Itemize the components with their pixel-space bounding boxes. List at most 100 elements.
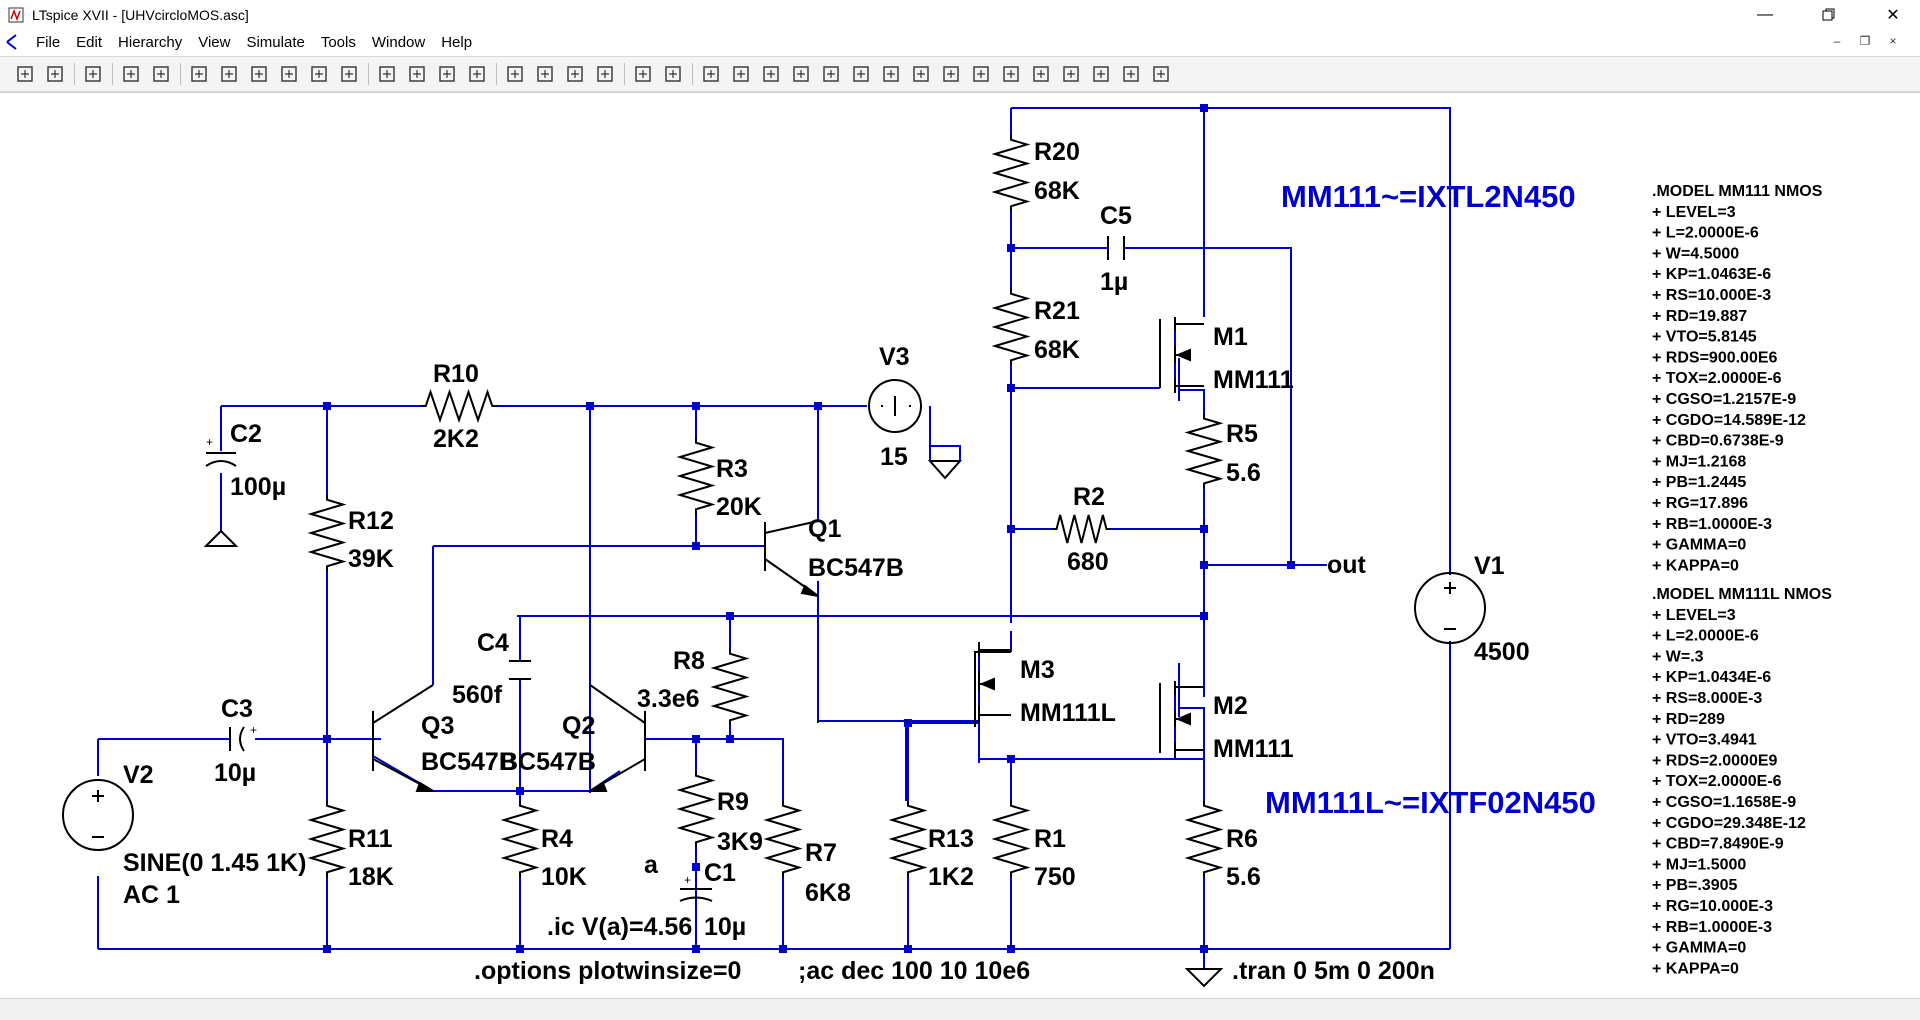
model-parameter: + VTO=5.8145 [1652,329,1757,346]
menu-file[interactable]: File [36,33,61,51]
print-setup-button[interactable] [630,61,656,87]
inductor-button[interactable] [848,61,874,87]
run-button[interactable] [12,61,38,87]
rotate-button[interactable] [1058,61,1084,87]
r8-name: R8 [673,647,705,675]
net-label-a: a [644,851,659,879]
r4-name: R4 [541,825,573,853]
r6-name: R6 [1226,825,1258,853]
label-net-icon [763,66,779,82]
component-icon [913,66,929,82]
model-parameter: + RDS=900.00E6 [1652,349,1778,366]
menu-hierarchy[interactable]: Hierarchy [118,33,183,51]
find-button[interactable] [592,61,618,87]
zoom-in-button[interactable] [216,61,242,87]
model-alias-mm111: MM111~=IXTL2N450 [1281,179,1576,214]
toolbar-separator [180,63,181,85]
q2-name: Q2 [562,712,595,740]
toolbar [0,56,1920,92]
c1-value: 10µ [704,913,746,941]
paste-button[interactable] [562,61,588,87]
redo-button[interactable] [1028,61,1054,87]
drag-button[interactable] [968,61,994,87]
cut-button[interactable] [502,61,528,87]
model-parameter: + CGSO=1.1658E-9 [1652,794,1796,811]
resistor-symbol [676,438,716,514]
menu-help[interactable]: Help [441,33,473,51]
mark-button[interactable] [374,61,400,87]
draw-wire-button[interactable] [698,61,724,87]
c5-name: C5 [1100,202,1132,230]
diode-button[interactable] [878,61,904,87]
model-parameter: + RD=19.887 [1652,308,1747,325]
move-icon [943,66,959,82]
junction-dot [323,402,331,410]
resistor-symbols [307,135,1224,877]
m3-name: M3 [1020,656,1055,684]
model-parameter: + RB=1.0000E-3 [1652,516,1772,533]
find-icon [597,66,613,82]
r7-name: R7 [805,839,837,867]
mdi-minimize-button[interactable]: – [1833,34,1841,48]
junction-dot [323,945,331,953]
model-parameter: + L=2.0000E-6 [1652,628,1759,645]
resistor-symbol [991,135,1031,211]
print-button[interactable] [660,61,686,87]
r5-value: 5.6 [1226,459,1261,487]
zoom-out-button[interactable] [276,61,302,87]
minimize-button[interactable]: — [1757,6,1773,23]
copy-button[interactable] [532,61,558,87]
resistor-button[interactable] [788,61,814,87]
text-button[interactable] [1118,61,1144,87]
junction-dot [692,542,700,550]
zoom-out-icon [281,66,297,82]
tile-horizontal-icon [409,66,425,82]
model-parameter: + RG=10.000E-3 [1652,898,1773,915]
menu-view[interactable]: View [198,33,231,51]
junction-dot [814,402,822,410]
zoom-area-button[interactable] [246,61,272,87]
model-parameter: + CGSO=1.2157E-9 [1652,391,1796,408]
svg-text:+: + [206,435,213,449]
component-button[interactable] [908,61,934,87]
v1-name: V1 [1474,552,1505,580]
r11-value: 18K [348,863,394,891]
autorange-button[interactable] [336,61,362,87]
cascade-button[interactable] [434,61,460,87]
mirror-button[interactable] [1088,61,1114,87]
save-button[interactable] [80,61,106,87]
zoom-fit-button[interactable] [306,61,332,87]
resistor-symbol [1184,414,1224,488]
model-parameter: + CGDO=14.589E-12 [1652,412,1806,429]
r8-value: 3.3e6 [637,685,700,713]
pan-button[interactable] [186,61,212,87]
tile-vertical-button[interactable] [464,61,490,87]
capacitor-icon [823,66,839,82]
open-button[interactable] [42,61,68,87]
mdi-close-button[interactable]: × [1889,34,1897,48]
spice-directive-button[interactable] [1148,61,1174,87]
schematic-canvas[interactable]: +++ [0,92,1920,999]
tile-horizontal-button[interactable] [404,61,430,87]
v2-value2: AC 1 [123,881,180,909]
model-parameter: + KAPPA=0 [1652,960,1739,977]
control-panel-button[interactable] [118,61,144,87]
maximize-button[interactable] [1806,0,1852,30]
resistor-symbol [307,495,347,571]
undo-button[interactable] [998,61,1024,87]
ground-button[interactable] [728,61,754,87]
model-parameter: + GAMMA=0 [1652,940,1746,957]
mdi-restore-button[interactable]: ❐ [1859,34,1871,48]
close-button[interactable]: ✕ [1886,7,1900,24]
menu-edit[interactable]: Edit [76,33,103,51]
menu-simulate[interactable]: Simulate [246,33,305,51]
halt-button[interactable] [148,61,174,87]
label-net-button[interactable] [758,61,784,87]
menu-window[interactable]: Window [371,33,426,51]
title-bar: LTspice XVII - [UHVcircloMOS.asc] [0,0,1920,30]
menu-tools[interactable]: Tools [320,33,356,51]
move-button[interactable] [938,61,964,87]
capacitor-button[interactable] [818,61,844,87]
r10-name: R10 [433,360,479,388]
cascade-icon [439,66,455,82]
